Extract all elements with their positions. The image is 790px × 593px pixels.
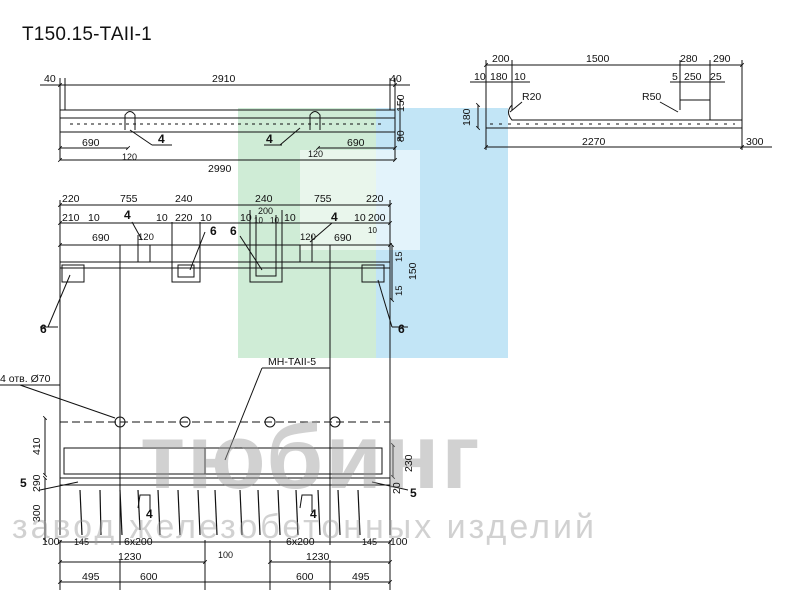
dim-label: 410: [31, 437, 43, 455]
watermark-brand: тюбинг: [140, 406, 482, 508]
top-right-section: [470, 60, 772, 150]
dim-label: 240: [175, 193, 193, 205]
drawing-title: Т150.15-ТАII-1: [22, 24, 152, 45]
watermark-logo: [238, 108, 508, 358]
dim-label: 5: [672, 71, 678, 83]
dim-label: 220: [175, 212, 193, 224]
dim-label: 20: [391, 482, 403, 494]
dim-label: 25: [710, 71, 722, 83]
callout-label: 4: [124, 208, 131, 222]
dim-label: 2270: [582, 136, 606, 148]
callout-label: 6: [398, 322, 405, 336]
callout-label: 5: [410, 486, 417, 500]
callout-label: 6: [40, 322, 47, 336]
dim-label: 600: [296, 571, 314, 583]
dim-label: 145: [74, 537, 89, 547]
callout-label: 4: [266, 132, 273, 146]
dim-label: 690: [92, 232, 110, 244]
dim-label: 150: [407, 262, 419, 280]
top-left-elevation: [40, 78, 410, 163]
mesh-label: МН-ТАII-5: [268, 356, 316, 368]
dim-label: 120: [122, 152, 137, 162]
callout-label: 4: [331, 210, 338, 224]
dim-label: 120: [308, 149, 323, 159]
dim-label: 40: [44, 73, 56, 85]
dim-label: 10: [270, 216, 279, 225]
bottom-reinforcement: [0, 367, 409, 590]
dim-label: 690: [334, 232, 352, 244]
dim-label: 300: [31, 504, 43, 522]
dim-label: 10: [284, 212, 296, 224]
dim-label: 250: [684, 71, 702, 83]
dim-label: 10: [88, 212, 100, 224]
dim-label: 230: [403, 454, 415, 472]
dim-label: 495: [352, 571, 370, 583]
dim-label: 1230: [118, 551, 142, 563]
dim-label: 150: [395, 94, 407, 112]
dim-label: 120: [300, 232, 316, 243]
dim-label: 145: [362, 537, 377, 547]
dim-label: 10: [156, 212, 168, 224]
dim-label: 300: [746, 136, 764, 148]
dim-label: 200: [492, 53, 510, 65]
dim-label: 220: [366, 193, 384, 205]
callout-label: 4: [158, 132, 165, 146]
dim-label: 200: [368, 212, 386, 224]
dim-label: 240: [255, 193, 273, 205]
dim-label: 690: [82, 137, 100, 149]
callout-label: 4: [146, 507, 153, 521]
dim-label: 10: [514, 71, 526, 83]
dim-label: 10: [254, 216, 263, 225]
dim-label: 180: [490, 71, 508, 83]
callout-label: 5: [20, 476, 27, 490]
holes-note: 4 отв. Ø70: [0, 373, 51, 385]
dim-label: 120: [138, 232, 154, 243]
dim-label: 495: [82, 571, 100, 583]
callout-label: 6: [230, 224, 237, 238]
dim-label: 180: [461, 108, 473, 126]
radius-label: R50: [642, 91, 661, 103]
dim-label: 80: [395, 130, 407, 142]
dim-label: 2990: [208, 163, 232, 175]
dim-label: 220: [62, 193, 80, 205]
dim-label: 210: [62, 212, 80, 224]
dim-label: 200: [258, 206, 273, 216]
dim-label: 690: [347, 137, 365, 149]
dim-label: 755: [314, 193, 332, 205]
dim-label: 1230: [306, 551, 330, 563]
dim-label: 40: [390, 73, 402, 85]
watermark-tagline: завод железобетонных изделий: [12, 508, 597, 546]
dim-label: 15: [394, 285, 405, 296]
dim-label: 2910: [212, 73, 236, 85]
callout-label: 6: [210, 224, 217, 238]
dim-label: 1500: [586, 53, 610, 65]
dim-label: 10: [200, 212, 212, 224]
dim-label: 100: [42, 536, 60, 548]
radius-label: R20: [522, 91, 541, 103]
dim-label: 10: [240, 212, 252, 224]
dim-label: 600: [140, 571, 158, 583]
dim-label: 15: [394, 251, 405, 262]
dim-label: 6x200: [124, 536, 153, 548]
callout-label: 4: [310, 507, 317, 521]
dim-label: 290: [713, 53, 731, 65]
dim-label: 6x200: [286, 536, 315, 548]
dim-label: 290: [31, 474, 43, 492]
dim-label: 10: [368, 226, 377, 235]
dim-label: 10: [354, 212, 366, 224]
dim-label: 10: [474, 71, 486, 83]
dim-label: 280: [680, 53, 698, 65]
dim-label: 100: [218, 550, 233, 560]
dim-label: 755: [120, 193, 138, 205]
dim-label: 100: [390, 536, 408, 548]
